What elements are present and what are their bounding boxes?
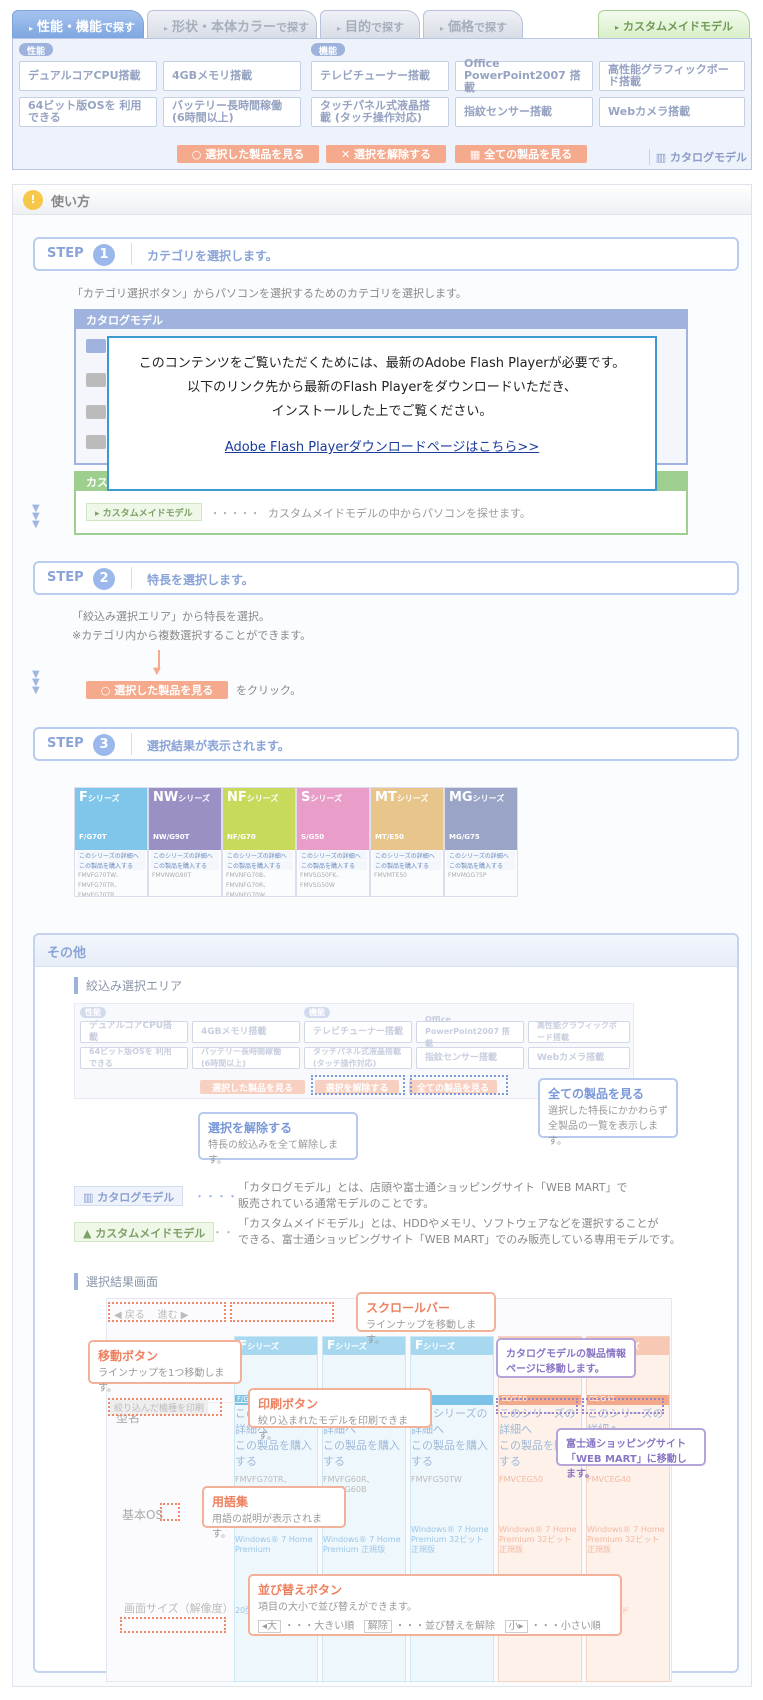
catalog-icon: ▥ (83, 1191, 98, 1204)
custom-made-button[interactable]: ▸ カスタムメイドモデル (86, 503, 202, 521)
filter-powerpoint[interactable]: Office PowerPoint2007 搭載 (455, 58, 593, 94)
filter-webcam[interactable]: Webカメラ搭載 (599, 97, 745, 127)
info-icon: ! (23, 190, 43, 210)
category-tabs: ▸性能・機能で探す ▸形状・本体カラーで探す ▸目的で探す ▸価格で探す ▸カス… (12, 10, 752, 38)
tab-shape-color[interactable]: ▸形状・本体カラーで探す (147, 10, 317, 38)
filter-area-title: 絞込み選択エリア (74, 977, 182, 994)
triangle-icon: ▸ (615, 23, 620, 32)
down-arrow-icon: ▼▼▼ (32, 503, 40, 530)
series-detail-link[interactable]: このシリーズの詳細へ (225, 851, 293, 860)
triangle-icon: ▸ (29, 24, 34, 33)
filter-long-battery[interactable]: バッテリー長時間稼働 (6時間以上) (163, 97, 301, 127)
step-2-desc-2: ※カテゴリ内から複数選択することができます。 (72, 629, 312, 642)
callout-scrollbar: スクロールバーラインナップを移動します。 (356, 1292, 496, 1346)
forward-icon: ▶ (177, 1310, 189, 1321)
down-arrow-icon: ▼▼▼ (32, 669, 40, 696)
series-buy-link[interactable]: この製品を購入する (225, 861, 293, 870)
back-icon: ◀ (114, 1310, 125, 1321)
howto-header: ! 使い方 (13, 185, 751, 215)
triangle-icon: ▸ (440, 24, 445, 33)
tab-custom-made[interactable]: ▸カスタムメイドモデル (598, 10, 750, 38)
series-buy-link[interactable]: この製品を購入する (151, 861, 219, 870)
filter-panel: 性能 機能 デュアルコアCPU搭載 4GBメモリ搭載 テレビチューナー搭載 Of… (12, 38, 752, 170)
tab-price[interactable]: ▸価格で探す (423, 10, 523, 38)
other-header: その他 (35, 935, 737, 967)
flash-download-link[interactable]: Adobe Flash Playerダウンロードページはこちら>> (224, 440, 540, 455)
series-detail-link[interactable]: このシリーズの詳細へ (151, 851, 219, 860)
callout-glossary: 用語集用語の説明が表示されます。 (202, 1486, 346, 1540)
series-detail-link[interactable]: このシリーズの詳細へ (77, 851, 145, 860)
catalog-model-badge: ▥ カタログモデル (74, 1186, 184, 1206)
filter-4gb-memory[interactable]: 4GBメモリ搭載 (163, 61, 301, 91)
callout-view-all: 全ての製品を見る選択した特長にかかわらず全製品の一覧を表示します。 (538, 1078, 678, 1147)
group-badge-performance: 性能 (19, 43, 54, 57)
group-badge-function: 機能 (311, 43, 346, 57)
callout-catalog-info: カタログモデルの製品情報ページに移動します。 (496, 1338, 636, 1378)
series-buy-link[interactable]: この製品を購入する (447, 861, 515, 870)
triangle-icon: ▸ (164, 24, 169, 33)
filter-dual-core[interactable]: デュアルコアCPU搭載 (19, 61, 157, 91)
callout-web-mart: 富士通ショッピングサイト「WEB MART」に移動します。 (556, 1428, 706, 1480)
series-buy-link[interactable]: この製品を購入する (77, 861, 145, 870)
catalog-icon: ▥ (655, 151, 670, 164)
step-2-view-selected-button: ○ 選択した製品を見る (86, 681, 228, 699)
circle-icon: ○ (191, 147, 206, 161)
callout-print: 印刷ボタン絞り込まれたモデルを印刷できます。 (248, 1388, 432, 1442)
view-all-button[interactable]: ▦ 全ての製品を見る (455, 145, 587, 163)
series-buy-link[interactable]: この製品を購入する (299, 861, 367, 870)
catalog-model-link[interactable]: ▥ カタログモデル (648, 149, 747, 165)
howto-title: 使い方 (51, 195, 91, 210)
series-detail-link[interactable]: このシリーズの詳細へ (373, 851, 441, 860)
callout-clear: 選択を解除する特長の絞込みを全て解除します。 (198, 1112, 358, 1166)
callout-move: 移動ボタンラインナップを1つ移動します。 (88, 1340, 242, 1394)
cross-icon: ✕ (340, 147, 355, 161)
grid-icon: ▦ (469, 147, 485, 161)
filter-touch-panel[interactable]: タッチパネル式液晶搭載 (タッチ操作対応) (311, 97, 449, 127)
callout-sort: 並び替えボタン項目の大小で並び替えができます。 ◂大 ・・・大きい順 解除 ・・… (248, 1574, 622, 1636)
filter-64bit-os[interactable]: 64ビット版OSを 利用できる (19, 97, 157, 127)
filter-graphics-board[interactable]: 高性能グラフィックボード搭載 (599, 61, 745, 91)
series-detail-link[interactable]: このシリーズの詳細へ (447, 851, 515, 860)
triangle-icon: ▸ (337, 24, 342, 33)
series-detail-link[interactable]: このシリーズの詳細へ (299, 851, 367, 860)
arrow-down-icon: ▼ (153, 666, 161, 677)
step-2-desc-1: 「絞込み選択エリア」から特長を選択。 (72, 610, 270, 623)
result-screen-title: 選択結果画面 (74, 1273, 158, 1290)
up-icon: ▲ (83, 1227, 96, 1240)
filter-tv-tuner[interactable]: テレビチューナー搭載 (311, 61, 449, 91)
triangle-icon: ▸ (95, 509, 103, 519)
tab-performance[interactable]: ▸性能・機能で探す (12, 10, 144, 38)
circle-icon: ○ (100, 683, 115, 697)
tab-purpose[interactable]: ▸目的で探す (320, 10, 420, 38)
custom-model-badge: ▲ カスタムメイドモデル (74, 1222, 215, 1242)
filter-fingerprint[interactable]: 指紋センサー搭載 (455, 97, 593, 127)
clear-selection-button[interactable]: ✕ 選択を解除する (326, 145, 446, 163)
step-1-desc: 「カテゴリ選択ボタン」からパソコンを選択するためのカテゴリを選択します。 (72, 287, 467, 300)
view-selected-button[interactable]: ○ 選択した製品を見る (177, 145, 319, 163)
series-buy-link[interactable]: この製品を購入する (373, 861, 441, 870)
flash-notice: このコンテンツをご覧いただくためには、最新のAdobe Flash Player… (107, 336, 657, 491)
